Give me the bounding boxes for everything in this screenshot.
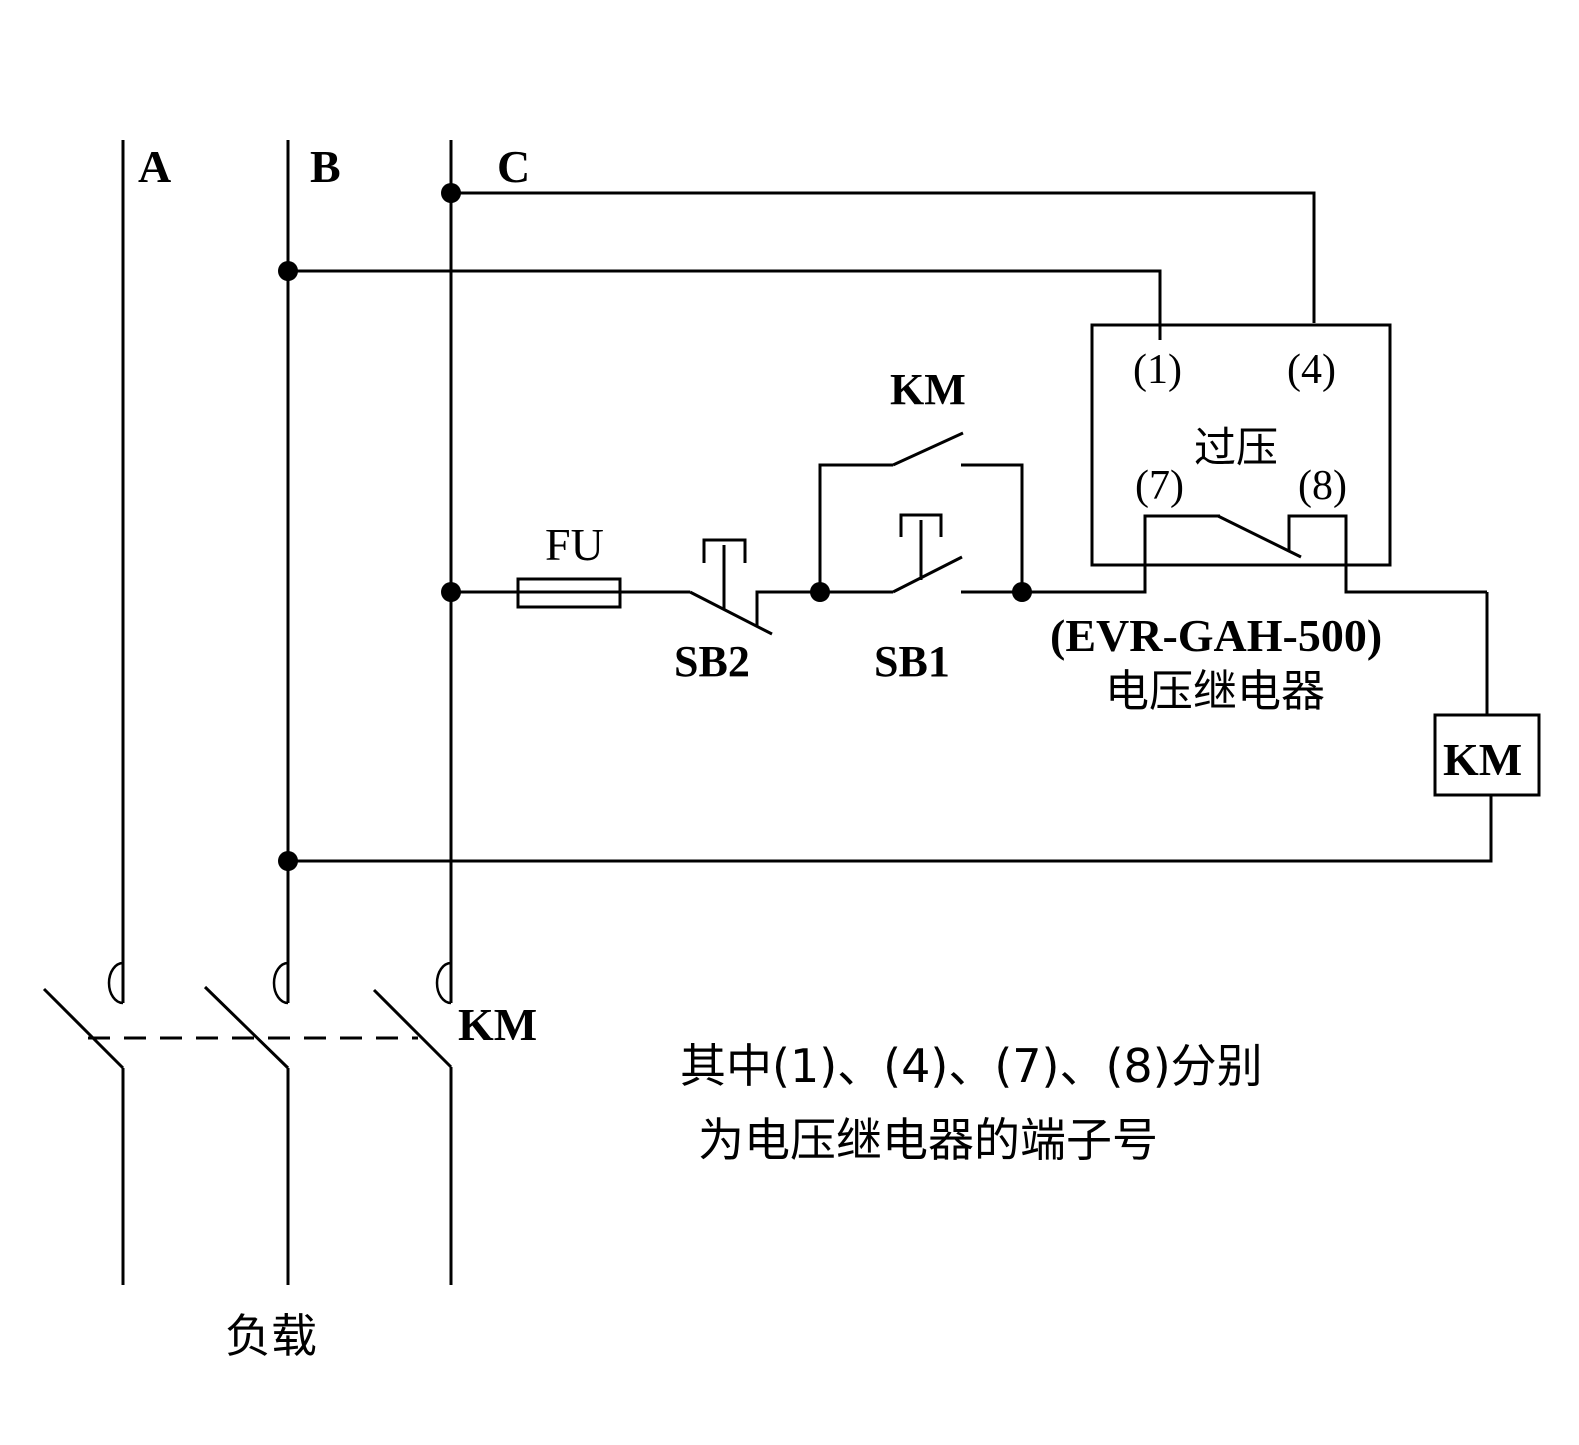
terminal-7-label: (7)	[1135, 463, 1184, 509]
relay-model-label: (EVR-GAH-500)	[1050, 610, 1382, 661]
wire-to-terminal-7	[1022, 514, 1220, 594]
junction-b-top	[278, 261, 298, 281]
wire-coil-to-b	[288, 795, 1493, 863]
km-coil-label: KM	[1443, 734, 1522, 785]
junction-c-control	[441, 582, 461, 602]
fuse-fu	[516, 577, 622, 609]
start-button-label: SB1	[874, 637, 950, 686]
arc-contact-a	[107, 961, 124, 1005]
terminal-1-label: (1)	[1133, 347, 1182, 393]
stop-button-sb2	[620, 538, 820, 636]
km-coil	[1433, 713, 1541, 797]
phase-label-a: A	[138, 141, 171, 192]
terminal-4-label: (4)	[1287, 347, 1336, 393]
stop-button-label: SB2	[674, 637, 750, 686]
fuse-label: FU	[545, 519, 604, 570]
arc-contact-c	[435, 961, 452, 1005]
wire-b-to-terminal-1	[288, 269, 1162, 340]
start-button-sb1	[820, 513, 1022, 594]
phase-line-c	[372, 140, 453, 1285]
junction-c-top	[441, 183, 461, 203]
terminal-8-label: (8)	[1298, 463, 1347, 509]
relay-function-label: 过压	[1194, 423, 1278, 472]
relay-name-label: 电压继电器	[1105, 666, 1325, 717]
note-line-2: 为电压继电器的端子号	[698, 1113, 1158, 1167]
arc-contact-b	[272, 961, 289, 1005]
km-main-contacts-label: KM	[458, 999, 537, 1050]
km-aux-label: KM	[890, 365, 966, 414]
phase-line-b	[203, 140, 290, 1285]
junction-b-bottom	[278, 851, 298, 871]
load-label: 负载	[225, 1309, 317, 1363]
voltage-relay-box	[1090, 323, 1392, 567]
relay-contact-7-8	[1217, 514, 1487, 594]
phase-label-b: B	[310, 141, 341, 192]
km-aux-contact	[818, 431, 1024, 592]
phase-label-c: C	[497, 141, 530, 192]
note-line-1: 其中(1)、(4)、(7)、(8)分别	[680, 1039, 1263, 1093]
phase-line-a	[42, 140, 125, 1285]
wire-c-to-terminal-4	[451, 191, 1316, 323]
